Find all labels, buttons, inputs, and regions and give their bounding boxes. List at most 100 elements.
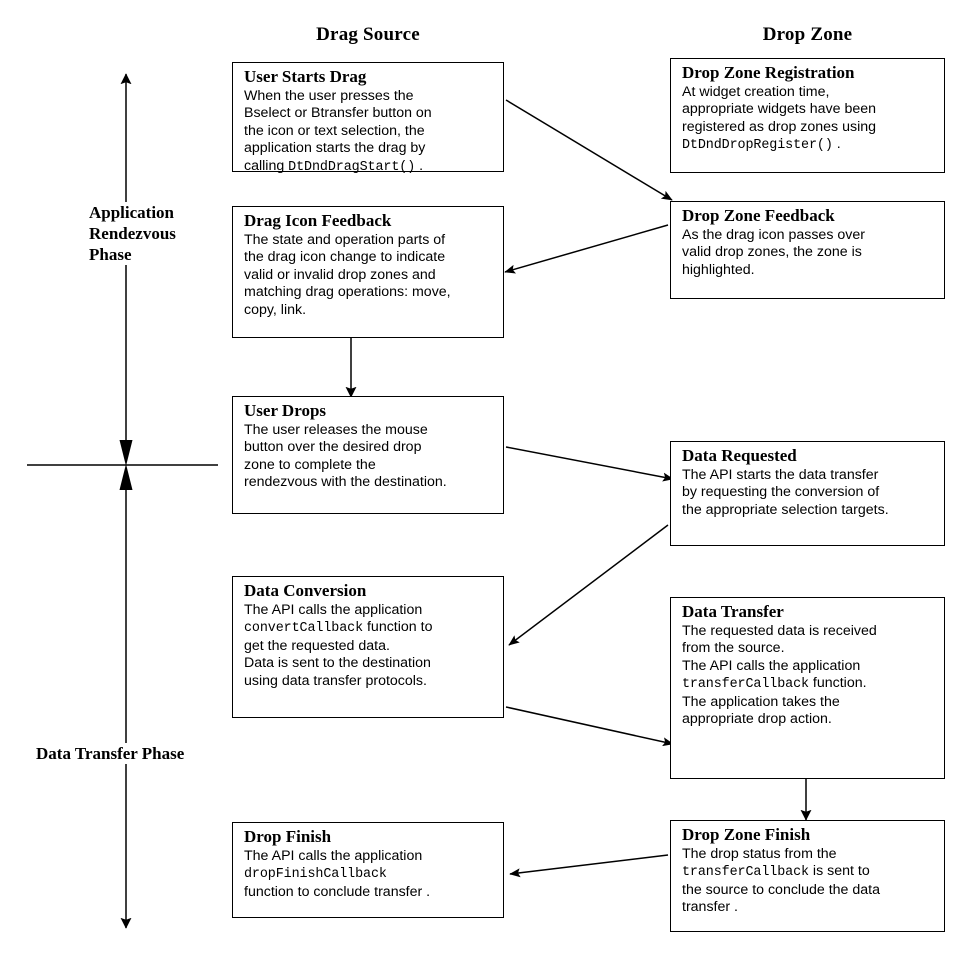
node-text-line: DtDndDropRegister() .: [682, 136, 936, 154]
node-body: The API calls the application convertCal…: [244, 602, 495, 690]
node-body: When the user presses the Bselect or Btr…: [244, 88, 495, 176]
node-text-line: from the source.: [682, 640, 785, 657]
node-body: The user releases the mouse button over …: [244, 422, 495, 492]
node-text-run: is sent to: [808, 863, 870, 880]
node-text-line: At widget creation time,: [682, 84, 830, 100]
node-body: The requested data is received from the …: [682, 623, 936, 728]
node-text-line: transferCallback function.: [682, 675, 936, 693]
phase-label-data-transfer: Data Transfer Phase: [33, 743, 188, 764]
node-text-line: matching drag operations: move,: [244, 284, 451, 301]
node-text-line: copy, link.: [244, 301, 307, 318]
edge-data-requested-to-data-conversion: [508, 524, 669, 646]
phase-label-line-1: Data Transfer Phase: [36, 744, 185, 763]
column-heading-drop-zone: Drop Zone: [762, 24, 853, 45]
node-text-line: appropriate drop action.: [682, 711, 832, 728]
node-text-line: transfer .: [682, 899, 738, 916]
node-text-line: application starts the drag by: [244, 140, 426, 157]
node-body: The API calls the application dropFinish…: [244, 848, 495, 901]
code-token: transferCallback: [682, 865, 809, 881]
node-title: Data Transfer: [682, 602, 784, 621]
edge-drop-zone-finish-to-drop-finish: [509, 854, 669, 878]
node-text-line: function to conclude transfer .: [244, 883, 431, 900]
node-text-line: As the drag icon passes over: [682, 227, 865, 243]
node-user-starts-drag[interactable]: User Starts Drag When the user presses t…: [232, 62, 504, 175]
code-token: DtDndDragStart(): [288, 159, 416, 175]
node-text-line: the source to conclude the data: [682, 881, 880, 898]
node-text-line: rendezvous with the destination.: [244, 474, 447, 491]
node-text-line: The requested data is received: [682, 623, 877, 639]
phase-label-line-2: Rendezvous: [89, 224, 176, 243]
axis-arrow-down-to-divider: [119, 440, 133, 466]
node-title: Data Conversion: [244, 581, 367, 600]
node-text-line: the drag icon change to indicate: [244, 249, 446, 266]
node-body: The state and operation parts of the dra…: [244, 232, 495, 319]
node-text-line: When the user presses the: [244, 88, 414, 104]
node-text-run: function to: [363, 619, 433, 636]
node-body: At widget creation time, appropriate wid…: [682, 84, 936, 155]
node-drop-finish[interactable]: Drop Finish The API calls the applicatio…: [232, 822, 504, 918]
node-text-line: The user releases the mouse: [244, 422, 428, 438]
code-token: dropFinishCallback: [244, 867, 387, 883]
phase-label-line-1: Application: [89, 203, 175, 222]
node-text-line: The API calls the application: [682, 657, 861, 674]
node-body: The drop status from the transferCallbac…: [682, 846, 936, 917]
node-text-run: function.: [808, 675, 867, 692]
node-text-line: The drop status from the: [682, 846, 837, 862]
phase-label-line-3: Phase: [89, 245, 132, 264]
node-title: Drop Zone Registration: [682, 63, 855, 82]
node-text-line: transferCallback is sent to: [682, 863, 936, 881]
node-drag-icon-feedback[interactable]: Drag Icon Feedback The state and operati…: [232, 206, 504, 338]
node-data-transfer[interactable]: Data Transfer The requested data is rece…: [670, 597, 945, 779]
node-text-line: registered as drop zones using: [682, 118, 877, 135]
code-token: transferCallback: [682, 677, 809, 693]
node-text-line: appropriate widgets have been: [682, 101, 877, 118]
node-title: Data Requested: [682, 446, 797, 465]
node-body: The API starts the data transfer by requ…: [682, 467, 936, 519]
node-title: Drop Zone Feedback: [682, 206, 835, 225]
node-body: As the drag icon passes over valid drop …: [682, 227, 936, 279]
node-text-line: get the requested data.: [244, 637, 390, 654]
node-title: Drag Icon Feedback: [244, 211, 392, 230]
edge-data-conversion-to-data-transfer: [505, 706, 674, 747]
node-text-line: The application takes the: [682, 693, 840, 710]
column-heading-drag-source: Drag Source: [316, 24, 420, 45]
node-title: Drop Finish: [244, 827, 332, 846]
node-text-line: dropFinishCallback: [244, 865, 495, 883]
node-text-line: The state and operation parts of: [244, 232, 446, 248]
edge-drop-zone-feedback-to-drag-icon-feedback: [504, 224, 669, 274]
code-token: DtDndDropRegister(): [682, 138, 833, 154]
node-text-line: The API starts the data transfer: [682, 467, 879, 483]
node-drop-zone-registration[interactable]: Drop Zone Registration At widget creatio…: [670, 58, 945, 173]
node-text-line: highlighted.: [682, 261, 755, 278]
axis-arrow-up-to-divider: [119, 464, 133, 490]
node-text-run: .: [415, 157, 424, 174]
node-text-line: using data transfer protocols.: [244, 672, 427, 689]
node-text-line: convertCallback function to: [244, 619, 495, 637]
node-drop-zone-feedback[interactable]: Drop Zone Feedback As the drag icon pass…: [670, 201, 945, 299]
node-data-conversion[interactable]: Data Conversion The API calls the applic…: [232, 576, 504, 718]
node-text-line: button over the desired drop: [244, 439, 422, 456]
node-text-line: the icon or text selection, the: [244, 122, 425, 139]
node-text-run: .: [832, 136, 841, 153]
node-text-line: valid drop zones, the zone is: [682, 244, 862, 261]
node-text-run: calling: [244, 157, 289, 174]
node-title: Drop Zone Finish: [682, 825, 811, 844]
node-text-line: valid or invalid drop zones and: [244, 266, 436, 283]
node-text-line: calling DtDndDragStart() .: [244, 158, 495, 176]
node-text-line: The API calls the application: [244, 602, 423, 618]
code-token: convertCallback: [244, 621, 364, 637]
node-title: User Drops: [244, 401, 327, 420]
node-user-drops[interactable]: User Drops The user releases the mouse b…: [232, 396, 504, 514]
node-text-line: by requesting the conversion of: [682, 484, 880, 501]
node-text-line: The API calls the application: [244, 848, 423, 864]
node-text-line: Bselect or Btransfer button on: [244, 105, 432, 122]
phase-label-application-rendezvous: Application Rendezvous Phase: [86, 202, 179, 265]
node-text-line: the appropriate selection targets.: [682, 501, 889, 518]
node-drop-zone-finish[interactable]: Drop Zone Finish The drop status from th…: [670, 820, 945, 932]
node-title: User Starts Drag: [244, 67, 367, 86]
node-data-requested[interactable]: Data Requested The API starts the data t…: [670, 441, 945, 546]
node-text-line: zone to complete the: [244, 456, 376, 473]
edge-user-drops-to-data-requested: [505, 446, 674, 482]
